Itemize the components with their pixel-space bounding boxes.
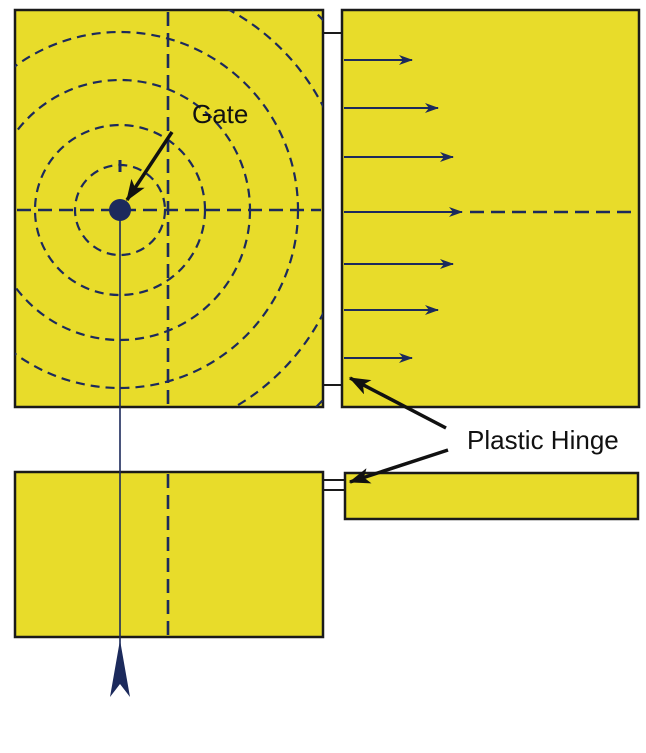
plastic-hinge-label: Plastic Hinge xyxy=(467,425,619,455)
hinge-connectors xyxy=(323,32,345,491)
hinge-pointer-lower xyxy=(348,448,449,484)
top-left-panel xyxy=(13,8,325,409)
hinge-pointer-upper xyxy=(348,376,447,430)
bottom-left-panel xyxy=(13,470,325,639)
flow-arrows xyxy=(344,55,463,363)
gate-pointer xyxy=(125,131,174,202)
top-right-panel xyxy=(340,8,641,409)
injection-arrow xyxy=(110,640,130,697)
gate-label: Gate xyxy=(192,99,248,129)
bottom-right-panel xyxy=(343,471,640,521)
